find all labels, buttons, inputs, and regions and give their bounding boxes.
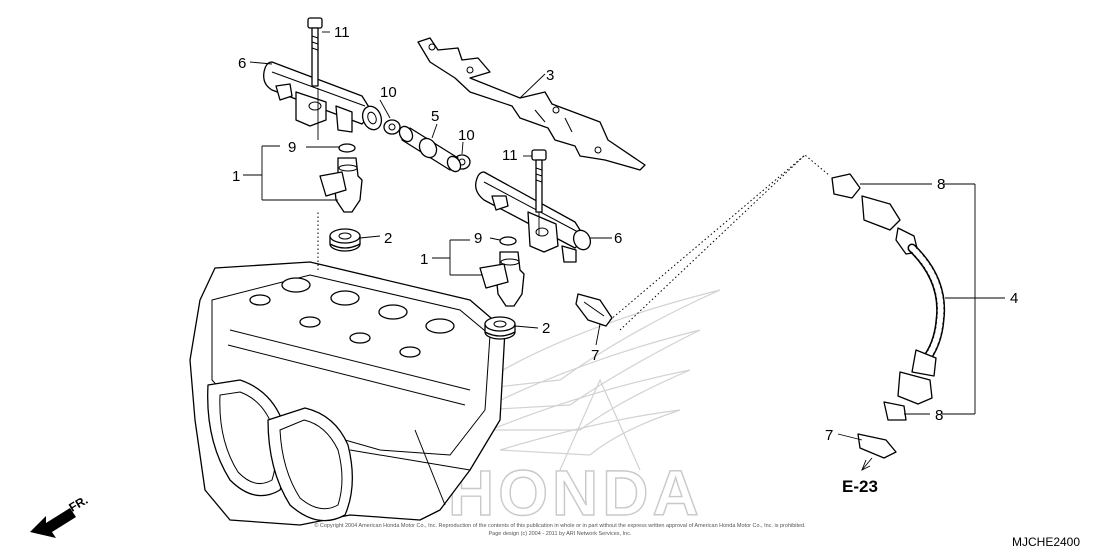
honda-wing-watermark xyxy=(469,289,721,471)
bracket-plate xyxy=(417,37,646,171)
callout-7-right: 7 xyxy=(825,427,833,444)
fuel-injector-lower xyxy=(479,236,525,307)
callout-5: 5 xyxy=(431,108,439,125)
callout-1-lower: 1 xyxy=(420,251,428,268)
fuel-rail-upper xyxy=(263,61,383,133)
connector-center xyxy=(575,293,613,327)
grommet-lower xyxy=(484,316,516,340)
callout-4: 4 xyxy=(1010,290,1018,307)
callout-10-lower: 10 xyxy=(458,127,475,144)
callout-7-center: 7 xyxy=(591,347,599,364)
watermark-text: HONDA xyxy=(448,457,703,529)
joint-pipe xyxy=(398,125,462,173)
fuel-injector-upper xyxy=(319,143,363,213)
bolt-upper xyxy=(307,17,323,87)
copyright-line-2: Page design (c) 2004 - 2011 by ARI Netwo… xyxy=(489,531,632,537)
leader-lines xyxy=(243,31,1005,471)
diagram-code: MJCHE2400 xyxy=(1012,535,1080,549)
bolt-lower xyxy=(531,149,547,213)
copyright-line-1: © Copyright 2004 American Honda Motor Co… xyxy=(314,522,806,529)
callout-9-upper: 9 xyxy=(288,139,296,156)
sub-harness xyxy=(831,173,946,459)
callout-1-upper: 1 xyxy=(232,168,240,185)
grommet-upper xyxy=(329,228,361,252)
callout-3: 3 xyxy=(546,67,554,84)
fuel-rail-lower xyxy=(475,171,592,263)
callout-11-lower: 11 xyxy=(502,147,518,164)
callout-2-upper: 2 xyxy=(384,230,392,247)
callout-6-upper: 6 xyxy=(238,55,246,72)
callout-11-upper: 11 xyxy=(334,24,350,41)
callout-6-lower: 6 xyxy=(614,230,622,247)
washer-a xyxy=(383,119,401,135)
callout-2-lower: 2 xyxy=(542,320,550,337)
callout-9-lower: 9 xyxy=(474,230,482,247)
reference-label: E-23 xyxy=(842,477,878,496)
callout-10-upper: 10 xyxy=(380,84,397,101)
front-arrow-icon xyxy=(30,508,76,538)
callout-8-upper-repeat: 8 xyxy=(937,176,945,193)
callout-8-lower-repeat: 8 xyxy=(935,407,943,424)
throttle-body-assembly xyxy=(189,261,506,526)
